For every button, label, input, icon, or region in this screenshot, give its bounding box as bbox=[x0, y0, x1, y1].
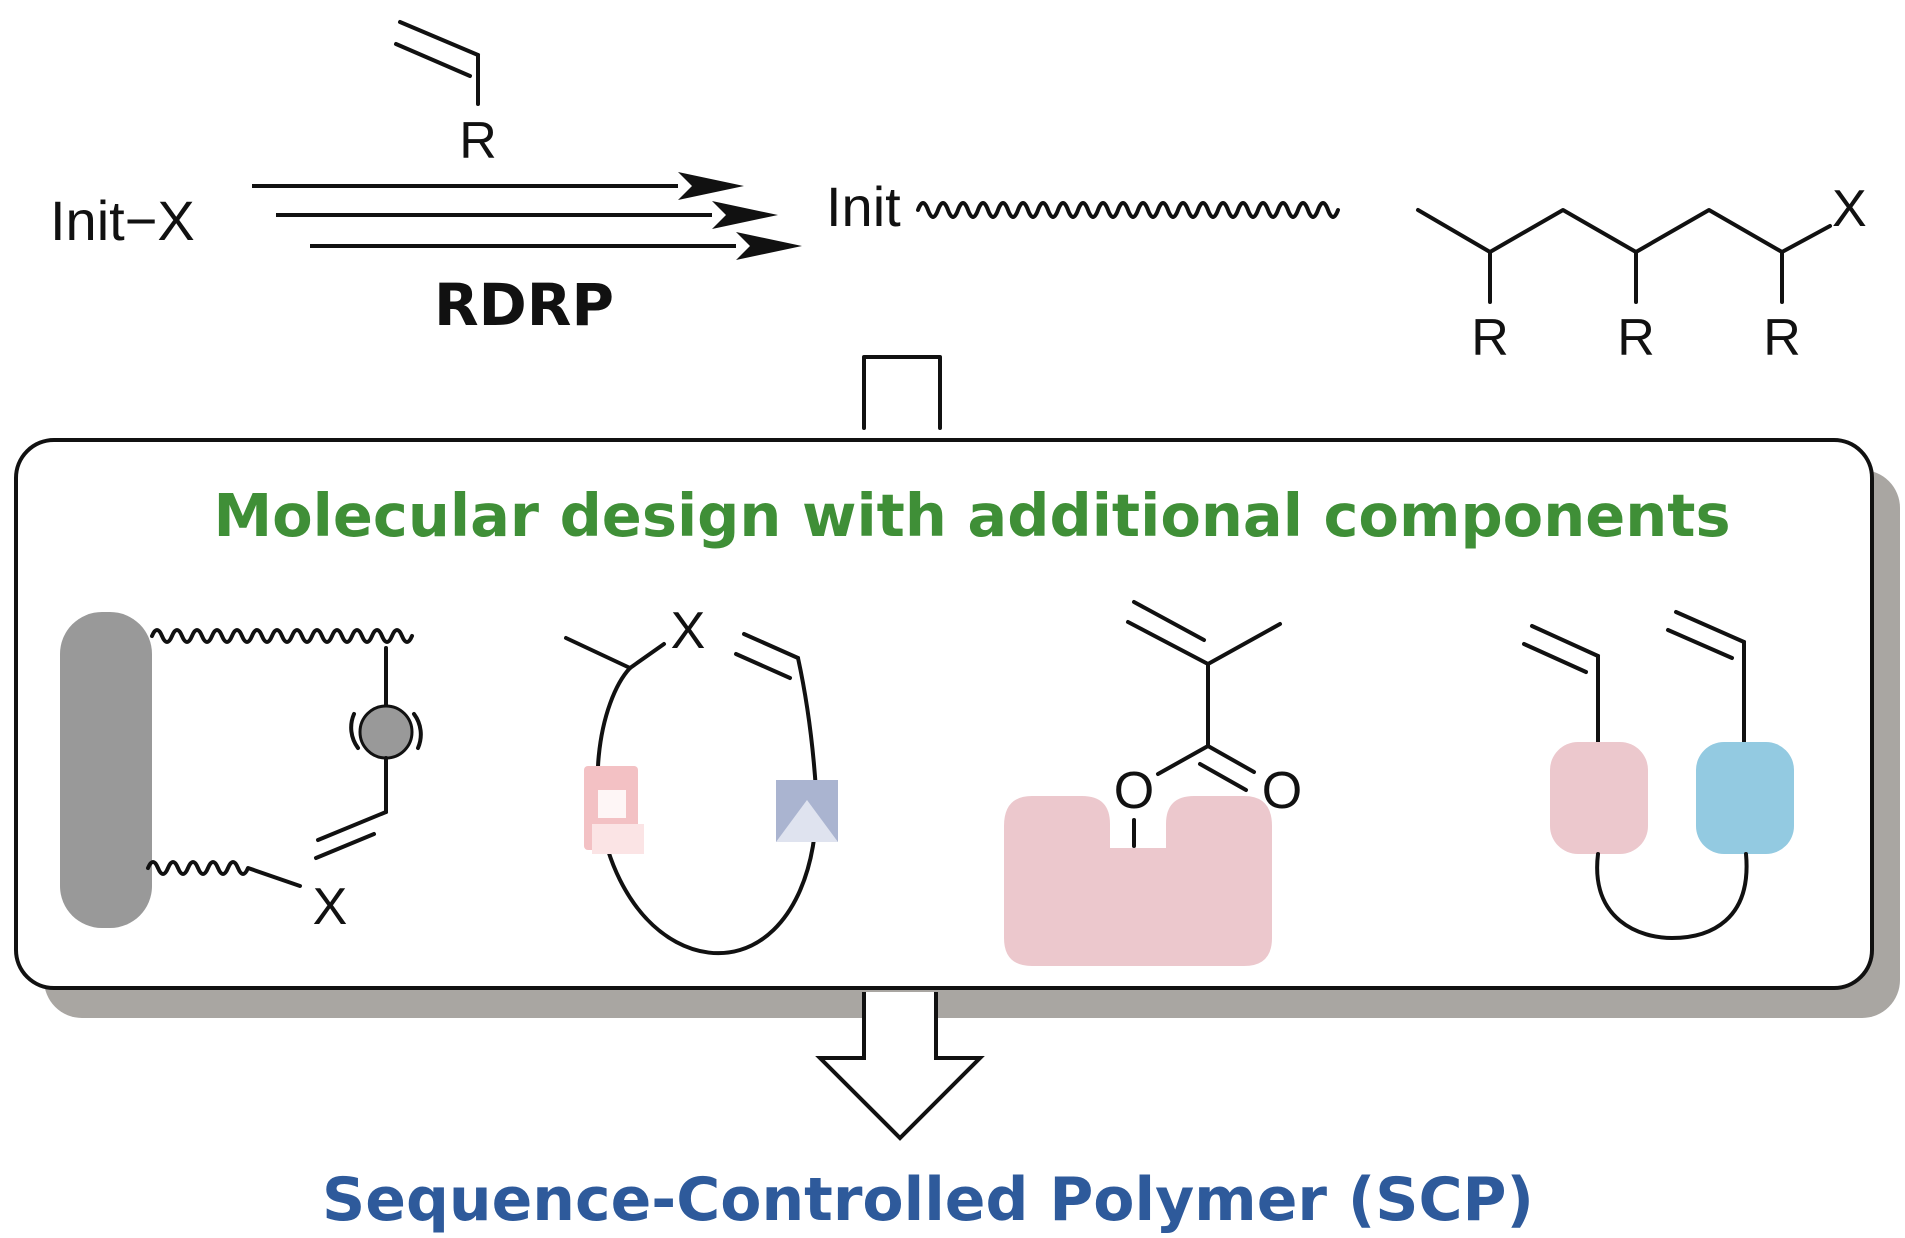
methacrylate-panel: O O bbox=[1004, 600, 1302, 966]
pink-square-unit bbox=[584, 766, 644, 854]
vinyl-monomer: R bbox=[394, 20, 497, 170]
blue-monomer-unit bbox=[1696, 742, 1794, 854]
result-hollow-arrow bbox=[815, 992, 985, 1141]
recognition-bead bbox=[358, 704, 414, 760]
linker-loop bbox=[1595, 852, 1749, 940]
polymer-start-label: Init bbox=[826, 175, 901, 238]
polymer-wavy-chain bbox=[916, 201, 1340, 219]
design-box-frame bbox=[14, 438, 1874, 990]
template-backbone bbox=[60, 612, 152, 928]
polymer-end-label: X bbox=[1832, 180, 1867, 238]
top-reaction-scheme: Init−X R RDRP Init X R R R bbox=[50, 20, 1867, 367]
template-upper-tether bbox=[150, 628, 414, 644]
result-label: Sequence-Controlled Polymer (SCP) bbox=[322, 1165, 1534, 1235]
polymer-substituent-2: R bbox=[1617, 309, 1655, 367]
bulky-template-block bbox=[1004, 796, 1272, 966]
recognition-host-arc bbox=[349, 712, 423, 750]
design-box: Molecular design with additional compone… bbox=[14, 438, 1900, 1018]
lavender-square-unit bbox=[776, 780, 838, 842]
cyclic-bridge-label: X bbox=[671, 602, 706, 660]
initiator-label: Init−X bbox=[50, 189, 195, 252]
polymer-substituent-1: R bbox=[1471, 309, 1509, 367]
design-box-title: Molecular design with additional compone… bbox=[213, 481, 1730, 550]
reaction-arrows bbox=[252, 172, 802, 260]
polymer-substituent-3: R bbox=[1763, 309, 1801, 367]
dual-vinyl-panel bbox=[1522, 610, 1794, 940]
ester-oxygen-label: O bbox=[1114, 762, 1154, 820]
upper-connector-bracket bbox=[862, 355, 942, 430]
method-label: RDRP bbox=[434, 271, 614, 339]
template-end-label: X bbox=[313, 878, 348, 936]
template-panel: X bbox=[60, 612, 423, 936]
template-lower-tether bbox=[146, 860, 302, 888]
cyclic-panel: X bbox=[564, 602, 838, 956]
pink-monomer-unit bbox=[1550, 742, 1648, 854]
polymer-zigzag-backbone bbox=[1416, 208, 1832, 254]
monomer-substituent-label: R bbox=[459, 112, 497, 170]
